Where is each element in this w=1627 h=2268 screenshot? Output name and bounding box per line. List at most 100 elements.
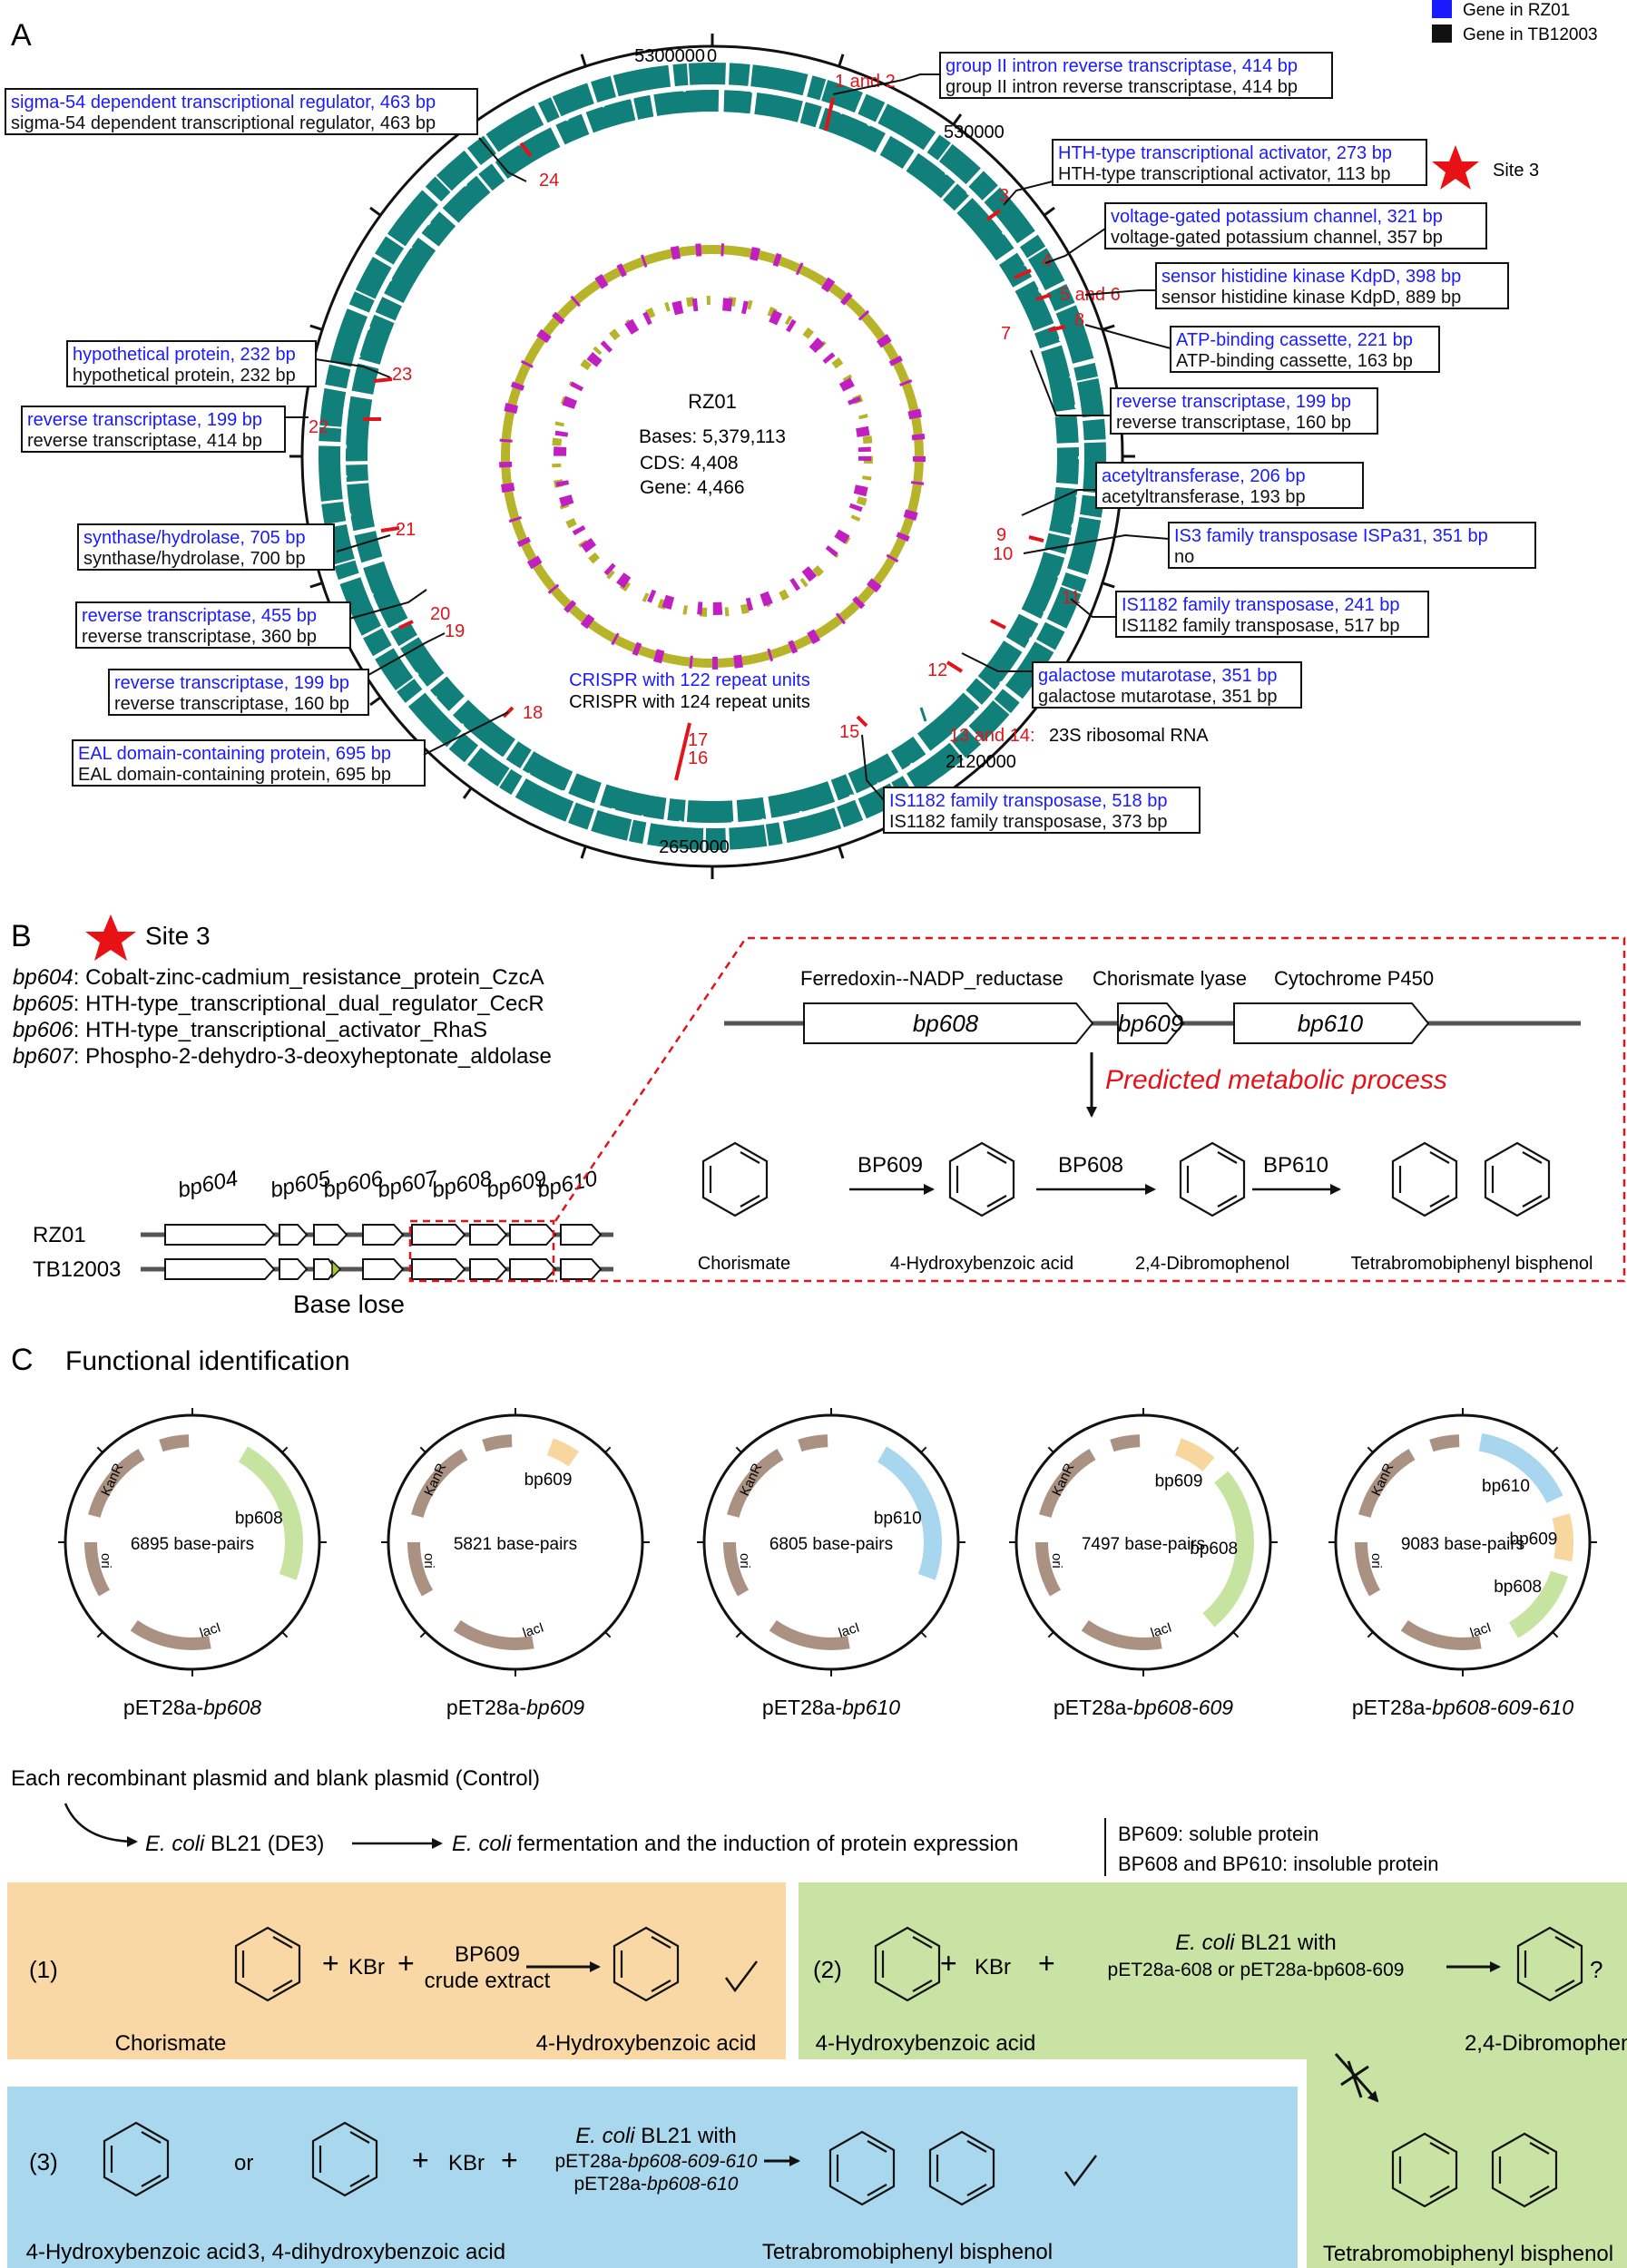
zoom-label-bp609: bp609: [1118, 1010, 1183, 1037]
exp1-chorismate: Chorismate: [115, 2031, 227, 2056]
ori-label: ori: [1368, 1553, 1384, 1569]
plasmid-size: 5821 base-pairs: [454, 1535, 577, 1554]
annotation-rz01: ATP-binding cassette, 221 bp: [1176, 330, 1413, 350]
track-label-bp610: bp610: [535, 1166, 601, 1202]
laci-label: lacI: [837, 1619, 861, 1640]
annotation-box: ATP-binding cassette, 221 bpATP-binding …: [1170, 326, 1440, 373]
annotation-rz01: HTH-type transcriptional activator, 273 …: [1058, 143, 1392, 163]
plasmid-tick: [419, 1631, 426, 1638]
plasmid-tick: [920, 1446, 927, 1453]
pathway-compounds: Chorismate 4-Hydroxybenzoic acid 2,4-Dib…: [698, 1254, 1593, 1274]
tick-5300000: 5300000: [634, 46, 705, 66]
gc-skew-low: [554, 298, 871, 615]
flow-curve-arrow: [64, 1803, 138, 1847]
ring-tick: [309, 324, 323, 331]
exp1-crude-2: crude extract: [425, 1969, 551, 1993]
plasmid-tick: [1367, 1631, 1374, 1638]
plasmid-tick: [96, 1446, 103, 1453]
flow-insoluble: BP608 and BP610: insoluble protein: [1118, 1853, 1438, 1875]
plasmid-name: pET28a-bp608-609-610: [1352, 1696, 1573, 1719]
insert-bp609: [546, 1438, 579, 1467]
plasmid-tick: [281, 1446, 289, 1453]
insert-bp608: [1202, 1471, 1254, 1628]
tick-0: 0: [707, 46, 717, 66]
laci-feature: [453, 1619, 534, 1650]
panel-b-site3: Site 3: [145, 922, 211, 950]
ring-gaps: [343, 87, 1082, 826]
plasmid-tick: [1232, 1446, 1240, 1453]
ring-tick: [838, 54, 845, 67]
annotation-rz01: reverse transcriptase, 455 bp: [82, 606, 317, 626]
annotation-box: sensor histidine kinase KdpD, 398 bpsens…: [1155, 262, 1509, 309]
ori-label: ori: [737, 1553, 752, 1569]
ori-label: ori: [98, 1553, 113, 1569]
panel-c-title: Functional identification: [65, 1346, 350, 1376]
ori-label: ori: [421, 1553, 436, 1569]
annotation-box: voltage-gated potassium channel, 321 bpv…: [1104, 202, 1487, 249]
site-21: 21: [396, 520, 416, 540]
tag-feature: [1429, 1434, 1460, 1452]
plasmid-size: 6895 base-pairs: [131, 1535, 254, 1554]
site3-label-a: Site 3: [1493, 161, 1539, 181]
exp3-dhba: 3, 4-dihydroxybenzoic acid: [248, 2240, 505, 2264]
annotation-tb12003: acetyltransferase, 193 bp: [1102, 487, 1306, 507]
laci-label: lacI: [1149, 1619, 1173, 1640]
genome-name: RZ01: [688, 390, 737, 413]
experiment-2-panel-ext: [1307, 2059, 1627, 2268]
annotation-box: HTH-type transcriptional activator, 273 …: [1052, 139, 1427, 186]
exp1-kbr: KBr: [348, 1955, 385, 1980]
crispr-rz01: CRISPR with 122 repeat units: [569, 670, 810, 690]
annotation-rz01: synthase/hydrolase, 705 bp: [83, 528, 306, 548]
exp2-plasmids: pET28a-608 or pET28a-bp608-609: [1108, 1960, 1405, 1980]
exp2-cross-icon: [1340, 2060, 1369, 2098]
insert-label-bp609: bp609: [524, 1471, 573, 1490]
ring-tick: [1102, 324, 1115, 331]
site-18: 18: [523, 703, 543, 723]
zoom-label-bp608: bp608: [913, 1010, 979, 1037]
annotation-leaders: [285, 73, 1171, 801]
tick-2120000: 2120000: [946, 752, 1016, 772]
annotation-tb12003: hypothetical protein, 232 bp: [73, 366, 296, 386]
annotation-tb12003: voltage-gated potassium channel, 357 bp: [1111, 228, 1443, 248]
plasmid-tick: [1047, 1631, 1054, 1638]
plasmid-name: pET28a-bp608-609: [1054, 1696, 1233, 1719]
panel-a-letter: A: [11, 18, 32, 53]
ring-tick: [1102, 582, 1115, 589]
site-9: 9: [996, 525, 1006, 545]
kanr-feature: [1039, 1448, 1096, 1519]
ori-label: ori: [1049, 1553, 1064, 1569]
panel-b-letter: B: [11, 919, 32, 953]
experiment-2-panel: [799, 1882, 1627, 2059]
annotation-tb12003: synthase/hydrolase, 700 bp: [83, 549, 306, 569]
tag-feature: [482, 1434, 513, 1452]
zoom-callout-box: [554, 936, 1626, 1283]
annotation-box: sigma-54 dependent transcriptional regul…: [5, 88, 478, 135]
laci-feature: [130, 1619, 211, 1650]
site-15: 15: [839, 722, 859, 742]
track-gene-labels: bp604 bp605 bp606 bp607 bp608 bp609 bp61…: [176, 1166, 601, 1203]
annotation-tb12003: reverse transcriptase, 360 bp: [82, 627, 317, 647]
exp2-plus-2: +: [1038, 1947, 1055, 1980]
annotation-box: synthase/hydrolase, 705 bpsynthase/hydro…: [77, 523, 335, 571]
flow-fermentation: E. coli fermentation and the induction o…: [452, 1832, 1018, 1856]
gene-desc-bp607: bp607: Phospho-2-dehydro-3-deoxyheptonat…: [13, 1044, 552, 1069]
exp1-number: (1): [29, 1956, 58, 1983]
annotation-tb12003: galactose mutarotase, 351 bp: [1038, 687, 1278, 707]
annotation-rz01: IS3 family transposase ISPa31, 351 bp: [1174, 526, 1488, 546]
site-23: 23: [392, 365, 412, 385]
site-10: 10: [993, 544, 1013, 564]
plasmid-size: 9083 base-pairs: [1401, 1535, 1524, 1554]
plasmid-tick: [1232, 1631, 1240, 1638]
exp1-plus-2: +: [397, 1947, 415, 1980]
enzyme-bp609: BP609: [858, 1153, 923, 1178]
compound-dibromophenol: 2,4-Dibromophenol: [1135, 1254, 1289, 1274]
zoom-gene-cluster: [724, 1002, 1581, 1044]
annotation-rz01: galactose mutarotase, 351 bp: [1038, 666, 1278, 686]
plasmid-tick: [920, 1631, 927, 1638]
annotation-rz01: voltage-gated potassium channel, 321 bp: [1111, 207, 1443, 227]
annotation-tb12003: ATP-binding cassette, 163 bp: [1176, 351, 1413, 371]
gene-desc-bp604: bp604: Cobalt-zinc-cadmium_resistance_pr…: [13, 965, 544, 990]
plasmid-tick: [419, 1446, 426, 1453]
